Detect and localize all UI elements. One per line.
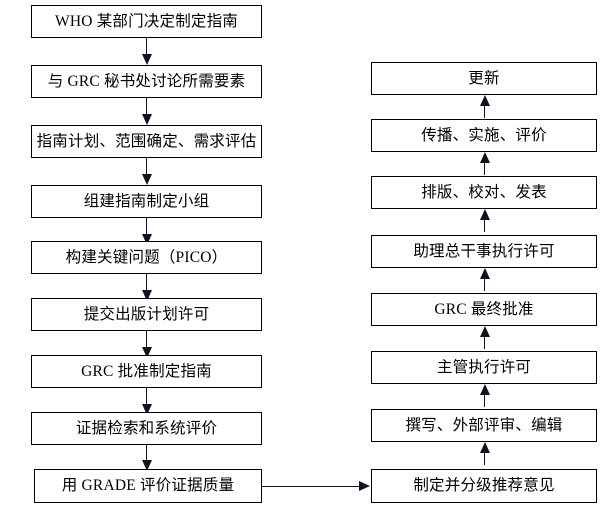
flow-node-label: 助理总干事执行许可 (413, 242, 555, 260)
flow-node-L5[interactable]: 构建关键问题（PICO） (31, 241, 262, 274)
connector-R7-R6 (484, 388, 485, 407)
flow-node-label: GRC 最终批准 (434, 300, 534, 318)
connector-L8-L9 (146, 445, 147, 464)
arrow-down-icon (141, 404, 152, 415)
flow-node-label: GRC 批准制定指南 (81, 362, 212, 380)
connector-R2-R1 (484, 99, 485, 118)
flow-node-R1[interactable]: 更新 (371, 62, 597, 95)
arrow-down-icon (141, 234, 152, 245)
flow-node-R7[interactable]: 撰写、外部评审、编辑 (371, 409, 597, 442)
arrow-up-icon (479, 442, 490, 453)
arrow-up-icon (479, 384, 490, 395)
flow-node-R8[interactable]: 制定并分级推荐意见 (371, 469, 597, 503)
arrow-down-icon (141, 347, 152, 358)
flow-node-L4[interactable]: 组建指南制定小组 (31, 185, 262, 218)
arrow-right-icon (359, 481, 370, 491)
flow-node-label: 传播、实施、评价 (421, 126, 547, 144)
connector-L3-L4 (146, 158, 147, 178)
arrow-down-icon (141, 290, 152, 301)
flow-node-label: 排版、校对、发表 (421, 183, 547, 201)
connector-L7-L8 (146, 388, 147, 408)
flow-node-label: 组建指南制定小组 (83, 192, 210, 210)
arrow-down-icon (141, 114, 152, 125)
flow-node-L8[interactable]: 证据检索和系统评价 (31, 412, 262, 445)
flow-node-L1[interactable]: WHO 某部门决定制定指南 (31, 5, 262, 38)
flow-node-label: 用 GRADE 评价证据质量 (61, 477, 235, 495)
arrow-up-icon (479, 209, 490, 220)
flow-node-R5[interactable]: GRC 最终批准 (371, 293, 597, 326)
connector-L6-L7 (146, 331, 147, 351)
flow-node-label: 与 GRC 秘书处讨论所需要素 (47, 72, 246, 90)
flow-node-R4[interactable]: 助理总干事执行许可 (371, 235, 597, 268)
flow-node-R3[interactable]: 排版、校对、发表 (371, 176, 597, 209)
flow-node-L9[interactable]: 用 GRADE 评价证据质量 (34, 469, 262, 503)
connector-R4-R3 (484, 213, 485, 232)
connector-L2-L3 (146, 98, 147, 118)
flow-node-label: 证据检索和系统评价 (75, 419, 218, 437)
flow-node-L6[interactable]: 提交出版计划许可 (31, 298, 262, 331)
connector-L5-L6 (146, 274, 147, 294)
flow-node-L3[interactable]: 指南计划、范围确定、需求评估 (31, 125, 262, 158)
connector-R6-R5 (484, 330, 485, 349)
flow-node-label: 主管执行许可 (436, 358, 532, 376)
connector-L1-L2 (146, 38, 147, 58)
connector-L4-L5 (146, 218, 147, 238)
flow-node-R6[interactable]: 主管执行许可 (371, 351, 597, 384)
flow-node-L2[interactable]: 与 GRC 秘书处讨论所需要素 (31, 65, 262, 98)
flow-node-L7[interactable]: GRC 批准制定指南 (31, 355, 262, 388)
flow-node-label: WHO 某部门决定制定指南 (55, 12, 238, 30)
flow-node-label: 构建关键问题（PICO） (65, 248, 228, 266)
arrow-down-icon (141, 174, 152, 185)
flow-node-label: 更新 (468, 69, 500, 87)
flow-node-label: 制定并分级推荐意见 (413, 477, 555, 495)
arrow-down-icon (141, 460, 152, 471)
connector-R3-R2 (484, 156, 485, 175)
flow-node-label: 指南计划、范围确定、需求评估 (36, 132, 257, 150)
connector-bridge-L9-R8 (262, 486, 360, 487)
arrow-up-icon (479, 95, 490, 106)
connector-R5-R4 (484, 272, 485, 291)
flow-node-label: 撰写、外部评审、编辑 (405, 416, 563, 434)
arrow-down-icon (141, 54, 152, 65)
connector-R8-R7 (484, 446, 485, 465)
arrow-up-icon (479, 326, 490, 337)
arrow-up-icon (479, 268, 490, 279)
flow-node-label: 提交出版计划许可 (83, 305, 210, 323)
arrow-up-icon (479, 152, 490, 163)
flow-node-R2[interactable]: 传播、实施、评价 (371, 119, 597, 152)
